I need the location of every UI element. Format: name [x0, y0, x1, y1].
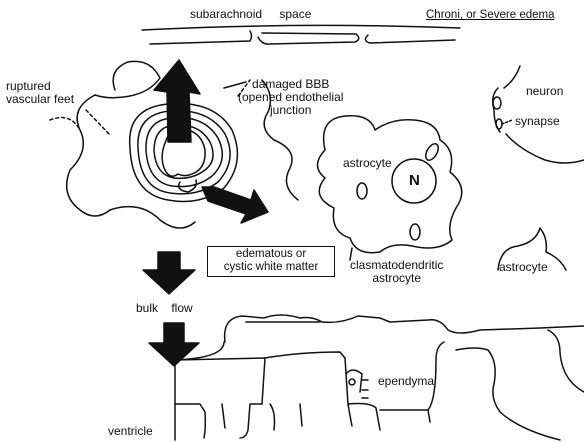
rightward-arrow	[202, 187, 268, 223]
clasmatodendritic-astrocyte	[318, 116, 462, 253]
subarachnoid-membrane	[142, 25, 460, 44]
edematous-white-matter-box: edematous or cystic white matter	[207, 246, 335, 277]
bulk-flow-arrow-upper	[143, 252, 195, 294]
astrocyte-label: astrocyte	[343, 157, 392, 170]
ruptured-vascular-feet-label: ruptured vascular feet	[6, 80, 74, 106]
damaged-bbb-label: damaged BBB (opened endothelial junction	[238, 78, 343, 117]
ventricle-label: ventricle	[108, 425, 153, 438]
clasmatodendritic-astrocyte-label: clasmatodendritic astrocyte	[350, 259, 443, 285]
bulk-flow-label: bulk flow	[136, 302, 193, 315]
ependyma-label: ependyma	[378, 375, 434, 388]
synapse-label: synapse	[515, 115, 560, 128]
nucleus-label: N	[409, 174, 420, 187]
subarachnoid-space-label: subarachnoid space	[190, 8, 311, 21]
small-astrocyte-label: astrocyte	[499, 261, 548, 274]
neuron-label: neuron	[526, 85, 563, 98]
figure-title: Chroni, or Severe edema	[426, 9, 554, 22]
